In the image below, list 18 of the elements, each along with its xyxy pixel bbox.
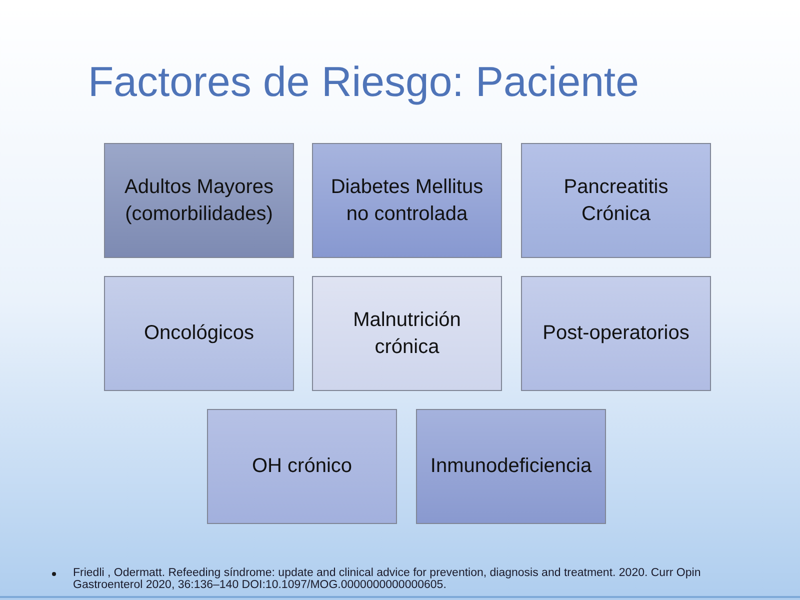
factor-text: Oncológicos (144, 321, 254, 346)
factor-box (312, 143, 502, 258)
factor-text: Inmunodeficiencia (430, 454, 592, 479)
factor-box (312, 276, 502, 391)
factor-text: OH crónico (252, 454, 352, 479)
factor-box (521, 276, 711, 391)
factor-text: Malnutrición crónica (352, 308, 462, 360)
reference-text: Friedli , Odermatt. Refeeding síndrome: update and clinical advice for prevention, diagnosis and treatment. 2020. Curr Opin Gastroenterol 2020, 36:136–140 DOI:10.1097/MOG.0000000000000605. (73, 567, 702, 591)
factor-text: Pancreatitis Crónica (562, 174, 670, 226)
factor-box (207, 409, 397, 524)
factor-box (104, 143, 294, 258)
factor-text: Adultos Mayores (comorbilidades) (124, 174, 274, 226)
factor-box (521, 143, 711, 258)
factor-text: Post-operatorios (542, 321, 690, 346)
factor-box (416, 409, 606, 524)
slide-title: Factores de Riesgo: Paciente (88, 57, 639, 107)
factor-box (104, 276, 294, 391)
factor-text: Diabetes Mellitus no controlada (330, 174, 484, 226)
